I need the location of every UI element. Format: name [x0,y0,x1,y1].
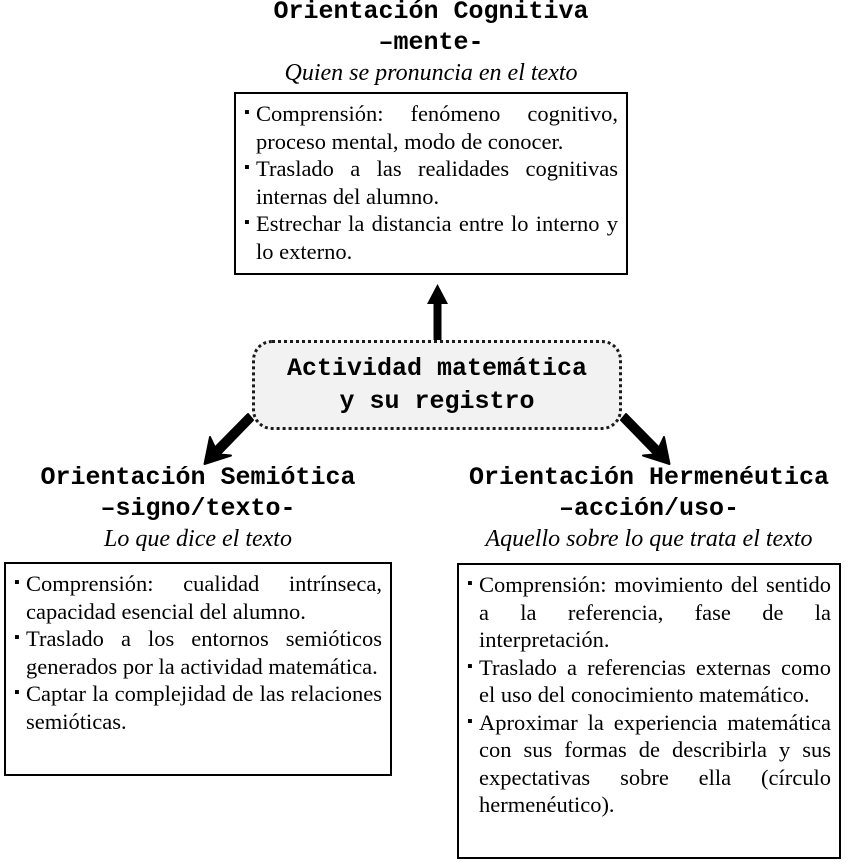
heading-cognitive-title-line2: –mente- [378,28,484,57]
panel-hermeneutic: Comprensión: movimiento del sentido a la… [457,563,841,859]
center-node-line2: y su registro [339,387,535,416]
bullet-list-hermeneutic: Comprensión: movimiento del sentido a la… [459,565,839,823]
list-item: Aproximar la experiencia matemática con … [467,708,831,819]
list-item: Traslado a las realidades cognitivas int… [244,154,618,210]
heading-hermeneutic-title-line1: Orientación Hermenéutica [468,463,830,492]
arrow-down-left-icon [203,413,254,465]
heading-hermeneutic-subtitle: Aquello sobre lo que trata el texto [485,526,813,552]
arrow-up-icon [427,284,448,344]
center-node-activity: Actividad matemática y su registro [252,340,622,430]
heading-cognitive: Orientación Cognitiva –mente- Quien se p… [234,0,628,88]
heading-semiotic: Orientación Semiótica –signo/texto- Lo q… [4,462,392,554]
heading-cognitive-subtitle: Quien se pronuncia en el texto [284,60,578,86]
center-node-line1: Actividad matemática [286,354,588,383]
list-item: Captar la complejidad de las relaciones … [14,679,382,735]
list-item: Comprensión: movimiento del sentido a la… [467,570,831,654]
panel-semiotic: Comprensión: cualidad intrínseca, capaci… [4,562,392,776]
heading-hermeneutic-title-line2: –acción/uso- [558,494,740,523]
heading-cognitive-title-line1: Orientación Cognitiva [273,0,589,26]
heading-semiotic-title-line1: Orientación Semiótica [40,463,356,492]
heading-semiotic-title-line2: –signo/texto- [100,494,296,523]
list-item: Traslado a referencias externas como el … [467,653,831,709]
list-item: Traslado a los entornos semióticos gener… [14,624,382,680]
heading-semiotic-subtitle: Lo que dice el texto [104,526,292,552]
list-item: Comprensión: fenómeno cognitivo, proceso… [244,99,618,155]
bullet-list-semiotic: Comprensión: cualidad intrínseca, capaci… [6,564,390,739]
bullet-list-cognitive: Comprensión: fenómeno cognitivo, proceso… [236,94,626,269]
arrow-down-right-icon [620,413,671,465]
panel-cognitive: Comprensión: fenómeno cognitivo, proceso… [234,92,628,275]
list-item: Comprensión: cualidad intrínseca, capaci… [14,569,382,625]
list-item: Estrechar la distancia entre lo interno … [244,209,618,265]
heading-hermeneutic: Orientación Hermenéutica –acción/uso- Aq… [457,462,841,554]
